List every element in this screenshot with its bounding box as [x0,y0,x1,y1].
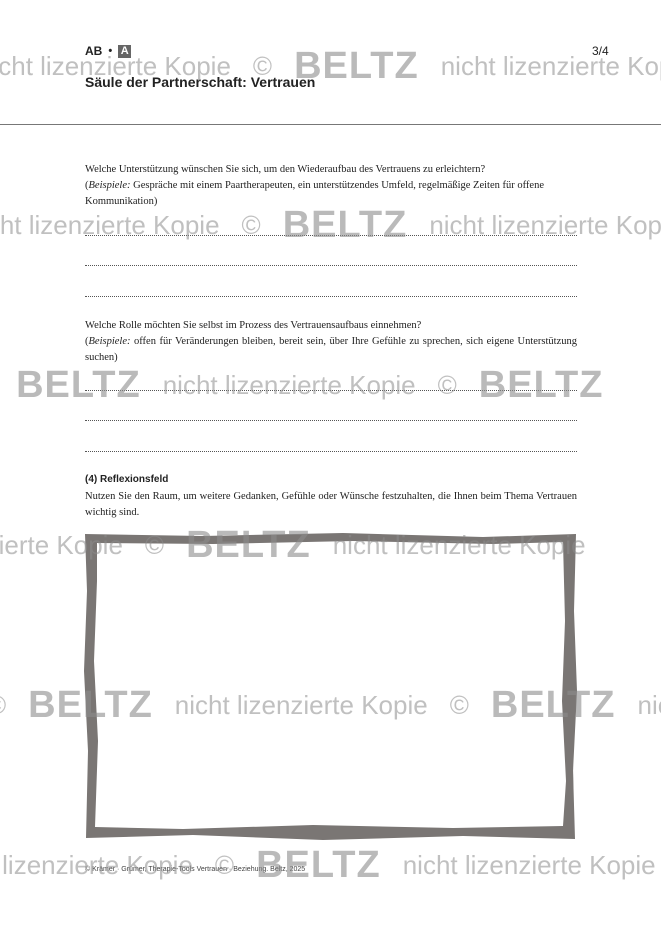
watermark-brand: BELTZ [256,845,381,885]
level-badge: A [118,44,132,58]
watermark-brand: BELTZ [16,365,141,405]
page-number: 3/4 [592,44,609,58]
question-2-text: Welche Rolle möchten Sie selbst im Proze… [85,320,422,331]
frame-stroke-left [88,550,92,832]
watermark-brand: BELTZ [478,365,604,405]
answer-line[interactable] [85,296,577,297]
examples-label: Beispiele: [88,180,131,191]
watermark-row: nicht lizenzierte Kopie © BELTZ nicht li… [0,365,661,405]
footer-copyright: © Krämer · Grümer, Therapie-Tools Vertra… [85,866,306,873]
answer-line[interactable] [85,451,577,452]
examples-text: Gespräche mit einem Paartherapeuten, ein… [85,180,544,207]
copyright-icon: © [241,210,261,240]
watermark-text: nicht lizenzierte Kopie [429,210,661,240]
watermark-brand: BELTZ [282,205,408,245]
reflection-section: (4) Reflexionsfeld Nutzen Sie den Raum, … [85,472,577,521]
tag-label: AB [85,44,103,58]
watermark-text: nicht lizenzierte Kopie [402,850,656,880]
reflection-instructions: Nutzen Sie den Raum, um weitere Gedanken… [85,491,577,518]
answer-line[interactable] [85,390,577,391]
reflection-title: (4) Reflexionsfeld [85,474,169,485]
copyright-icon: © [437,370,457,400]
watermark-row: nicht lizenzierte Kopie © BELTZ nicht li… [0,845,661,885]
page-title: Säule der Partnerschaft: Vertrauen [85,74,316,90]
watermark-text: nicht lizenzierte Kopie [637,690,661,720]
header-divider [0,124,661,125]
answer-line[interactable] [85,420,577,421]
question-1-examples: (Beispiele: Gespräche mit einem Paarther… [85,178,577,210]
question-2-examples: (Beispiele: offen für Veränderungen blei… [85,334,577,366]
watermark-text: nicht lizenzierte Kopie [0,850,193,880]
examples-text: offen für Veränderungen bleiben, bereit … [85,336,577,363]
answer-line[interactable] [85,265,577,266]
paren-open: ( [85,336,89,347]
watermark-text: nicht lizenzierte Kopie [440,51,661,81]
worksheet-tag: AB • A [85,44,132,58]
paren-open: ( [85,180,89,191]
bullet-icon: • [108,45,113,57]
copyright-icon: © [214,850,235,880]
watermark-text: nicht lizenzierte Kopie [162,370,416,400]
answer-line[interactable] [85,235,577,236]
question-2: Welche Rolle möchten Sie selbst im Proze… [85,318,577,366]
frame-stroke-right [569,545,574,837]
copyright-icon: © [0,685,6,725]
frame-border [84,533,577,840]
watermark-text: nicht lizenzierte Kopie [0,210,220,240]
examples-label: Beispiele: [88,336,131,347]
question-1: Welche Unterstützung wünschen Sie sich, … [85,162,577,210]
question-1-text: Welche Unterstützung wünschen Sie sich, … [85,164,486,175]
reflection-frame[interactable] [83,531,579,841]
watermark-row: BELTZ nicht lizenzierte Kopie © BELTZ ni… [0,205,661,245]
